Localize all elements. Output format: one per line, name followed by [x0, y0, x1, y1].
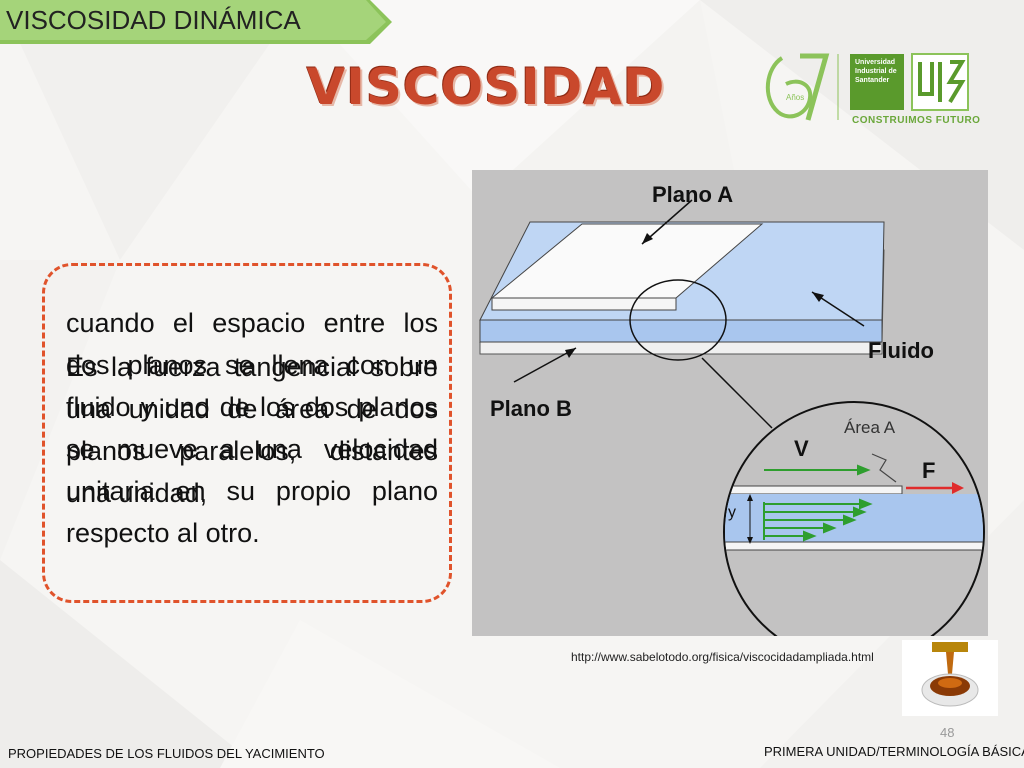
label-y: y — [728, 504, 736, 521]
page-number: 48 — [940, 725, 955, 740]
logo-tagline: CONSTRUIMOS FUTURO — [852, 115, 981, 126]
viscosity-figure: Plano A Fluido Plano B V F Área A y — [472, 170, 988, 663]
section-tag-shape — [0, 0, 392, 44]
footer-unit: PRIMERA UNIDAD/TERMINOLOGÍA BÁSICA — [764, 744, 1024, 759]
label-force: F — [922, 458, 936, 483]
page-title: VISCOSIDAD — [306, 58, 666, 116]
logo-years-word: Años — [786, 93, 804, 102]
definition-paragraph-b: cuando el espacio entre los dos planos s… — [66, 308, 438, 548]
velocity-arrows — [763, 464, 873, 542]
oil-drop-image — [902, 640, 998, 716]
logo-institution-name: Universidad Industrial de Santander — [855, 59, 897, 84]
label-area: Área A — [844, 418, 896, 437]
viscosity-diagram — [479, 199, 985, 663]
definition-paragraph-a: Es la fuerza tangencial sobre una unidad… — [66, 352, 438, 508]
source-link[interactable]: http://www.sabelotodo.org/fisica/viscoci… — [571, 650, 874, 664]
footer-course: PROPIEDADES DE LOS FLUIDOS DEL YACIMIENT… — [8, 746, 325, 761]
label-fluido: Fluido — [868, 338, 934, 363]
section-label: VISCOSIDAD DINÁMICA — [6, 5, 301, 35]
label-plano-a: Plano A — [652, 182, 734, 207]
label-plano-b: Plano B — [490, 396, 572, 421]
university-logo: Años — [765, 53, 969, 121]
logo-name-block — [850, 54, 904, 110]
definition-box — [42, 263, 452, 603]
label-velocity: V — [794, 436, 809, 461]
